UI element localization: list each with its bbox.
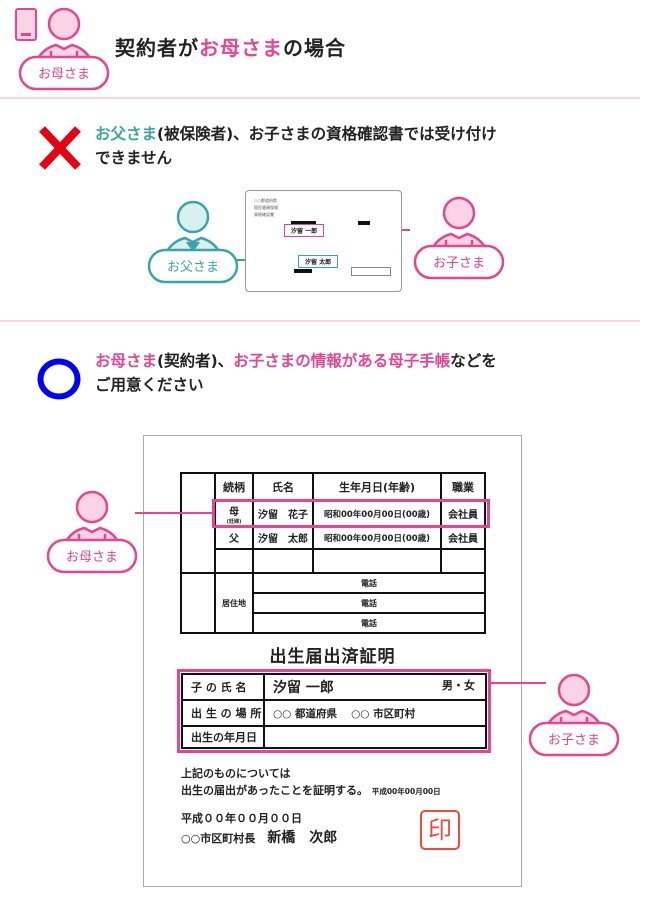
mother-row-highlight xyxy=(212,499,490,528)
avatar-label: お子さま xyxy=(432,256,485,271)
smartphone-icon xyxy=(15,8,37,41)
avatar-label: お子さま xyxy=(547,733,600,748)
connector-line xyxy=(135,512,212,514)
card-text: 国民健康保険 xyxy=(254,205,278,210)
mother-avatar: お母さま xyxy=(46,488,138,574)
certificate-statement: 上記のものについては出生の届出があったことを証明する。 平成00年00月00日 xyxy=(181,767,441,797)
card-text: 資格確認書 xyxy=(254,212,274,217)
mother-avatar: お母さま xyxy=(18,5,110,91)
avatar-label: お母さま xyxy=(65,550,118,565)
insurance-card: ○○都道府県 国民健康保険 資格確認書 汐留 一郎 汐留 太郎 xyxy=(245,190,402,292)
ng-message: お父さま(被保険者)、お子さまの資格確認書では受け付けできません xyxy=(95,125,497,167)
issue-date: 平成００年００月００日 xyxy=(181,812,302,825)
child-info-highlight xyxy=(177,669,491,753)
circle-icon xyxy=(37,358,81,400)
insured-name-highlight: 汐留 一郎 xyxy=(284,224,325,237)
holder-name-highlight: 汐留 太郎 xyxy=(298,255,339,268)
card-text: ○○都道府県 xyxy=(254,198,277,203)
seal-stamp: 印 xyxy=(420,810,460,850)
child-avatar: お子さま xyxy=(528,671,620,759)
page-title: 契約者がお母さまの場合 xyxy=(115,36,346,60)
avatar-label: お母さま xyxy=(37,67,90,82)
mayor-signature: ○○市区町村長新橋 次郎 xyxy=(181,830,338,846)
family-table: 続柄氏名生年月日(年齢)職業 母(妊婦)汐留 花子昭和00年00月00日(00歳… xyxy=(180,472,486,634)
certificate-title: 出生届出済証明 xyxy=(269,647,396,667)
father-avatar: お父さま xyxy=(147,198,239,286)
cross-icon xyxy=(39,126,81,170)
ok-message: お母さま(契約者)、お子さまの情報がある母子手帳などをご用意ください xyxy=(95,352,497,394)
divider xyxy=(0,320,640,322)
table-row: 父汐留 太郎昭和00年00月00日(00歳)会社員 xyxy=(181,525,486,550)
table-row: 母(妊婦)汐留 花子昭和00年00月00日(00歳)会社員 xyxy=(181,500,486,527)
divider xyxy=(0,97,640,99)
connector-line xyxy=(491,682,546,684)
child-avatar: お子さま xyxy=(413,194,505,280)
avatar-label: お父さま xyxy=(166,260,219,275)
birth-cert-table: 子 の 氏 名汐留 一郎男・女 出 生 の 場 所○○ 都道府県 ○○ 市区町村… xyxy=(181,673,487,749)
